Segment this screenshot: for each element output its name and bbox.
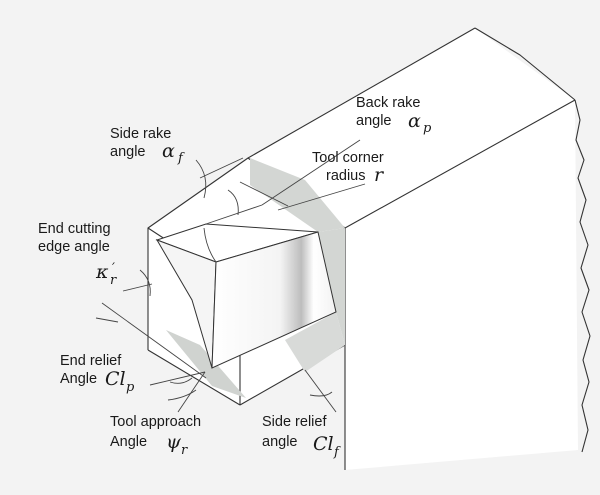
side-relief-line2: angle [262,434,297,450]
end-relief-subscript: p [126,380,135,395]
cutting-tip [155,204,337,369]
end-relief-symbol: Cl [105,368,126,390]
corner-radius-line2: radius [326,168,366,184]
end-relief-line2: Angle [60,371,97,387]
side-relief-line1: Side relief [262,414,327,430]
leader-lines [95,139,366,413]
label-back-rake-angle: Back rake angle α p [356,95,432,136]
tool-approach-subscript: r [181,443,188,458]
back-rake-subscript: p [423,121,432,136]
tool-shank [247,27,591,470]
label-side-rake-angle: Side rake angle α f [110,126,185,166]
tool-approach-line2: Angle [110,434,147,450]
end-cutting-prime: ′ [112,261,115,276]
back-rake-line2: angle [356,113,391,129]
end-cutting-symbol: κ [95,261,109,283]
tool-approach-line1: Tool approach [110,414,201,430]
back-rake-symbol: α [408,110,421,132]
label-side-relief-angle: Side relief angle Cl f [262,414,341,460]
side-rake-symbol: α [162,140,175,162]
side-rake-subscript: f [177,151,185,166]
relief-shading [166,158,345,398]
side-relief-symbol: Cl [313,433,334,455]
corner-radius-line1: Tool corner [312,150,384,166]
tool-approach-symbol: ψ [166,431,182,453]
side-rake-line1: Side rake [110,126,171,142]
end-cutting-line1: End cutting [38,221,111,237]
back-rake-line1: Back rake [356,95,420,111]
label-end-relief-angle: End relief Angle Cl p [60,353,135,395]
side-rake-line2: angle [110,144,145,160]
side-relief-subscript: f [333,445,341,460]
label-tool-approach-angle: Tool approach Angle ψ r [110,414,201,458]
label-tool-corner-radius: Tool corner radius r [312,150,385,186]
corner-radius-symbol: r [374,164,385,186]
end-cutting-subscript: r [110,273,117,288]
end-relief-line1: End relief [60,353,122,369]
end-cutting-line2: edge angle [38,239,110,255]
label-end-cutting-edge-angle: End cutting edge angle κ r ′ [38,221,117,288]
